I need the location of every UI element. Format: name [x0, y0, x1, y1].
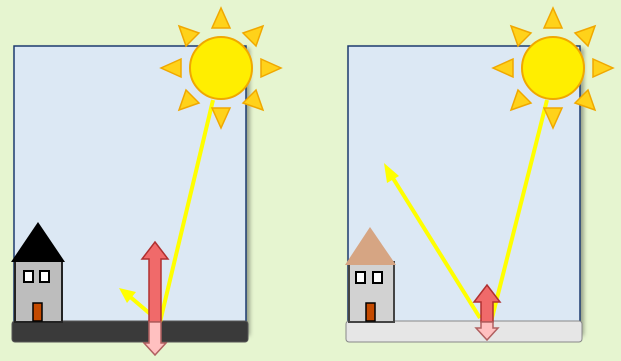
- left-dark-ground: [12, 321, 248, 342]
- right-light-ground: [346, 321, 582, 342]
- right-panel: [345, 8, 613, 342]
- left-panel: [11, 8, 281, 355]
- right-sun-icon: [493, 8, 613, 128]
- left-sun-icon: [161, 8, 281, 128]
